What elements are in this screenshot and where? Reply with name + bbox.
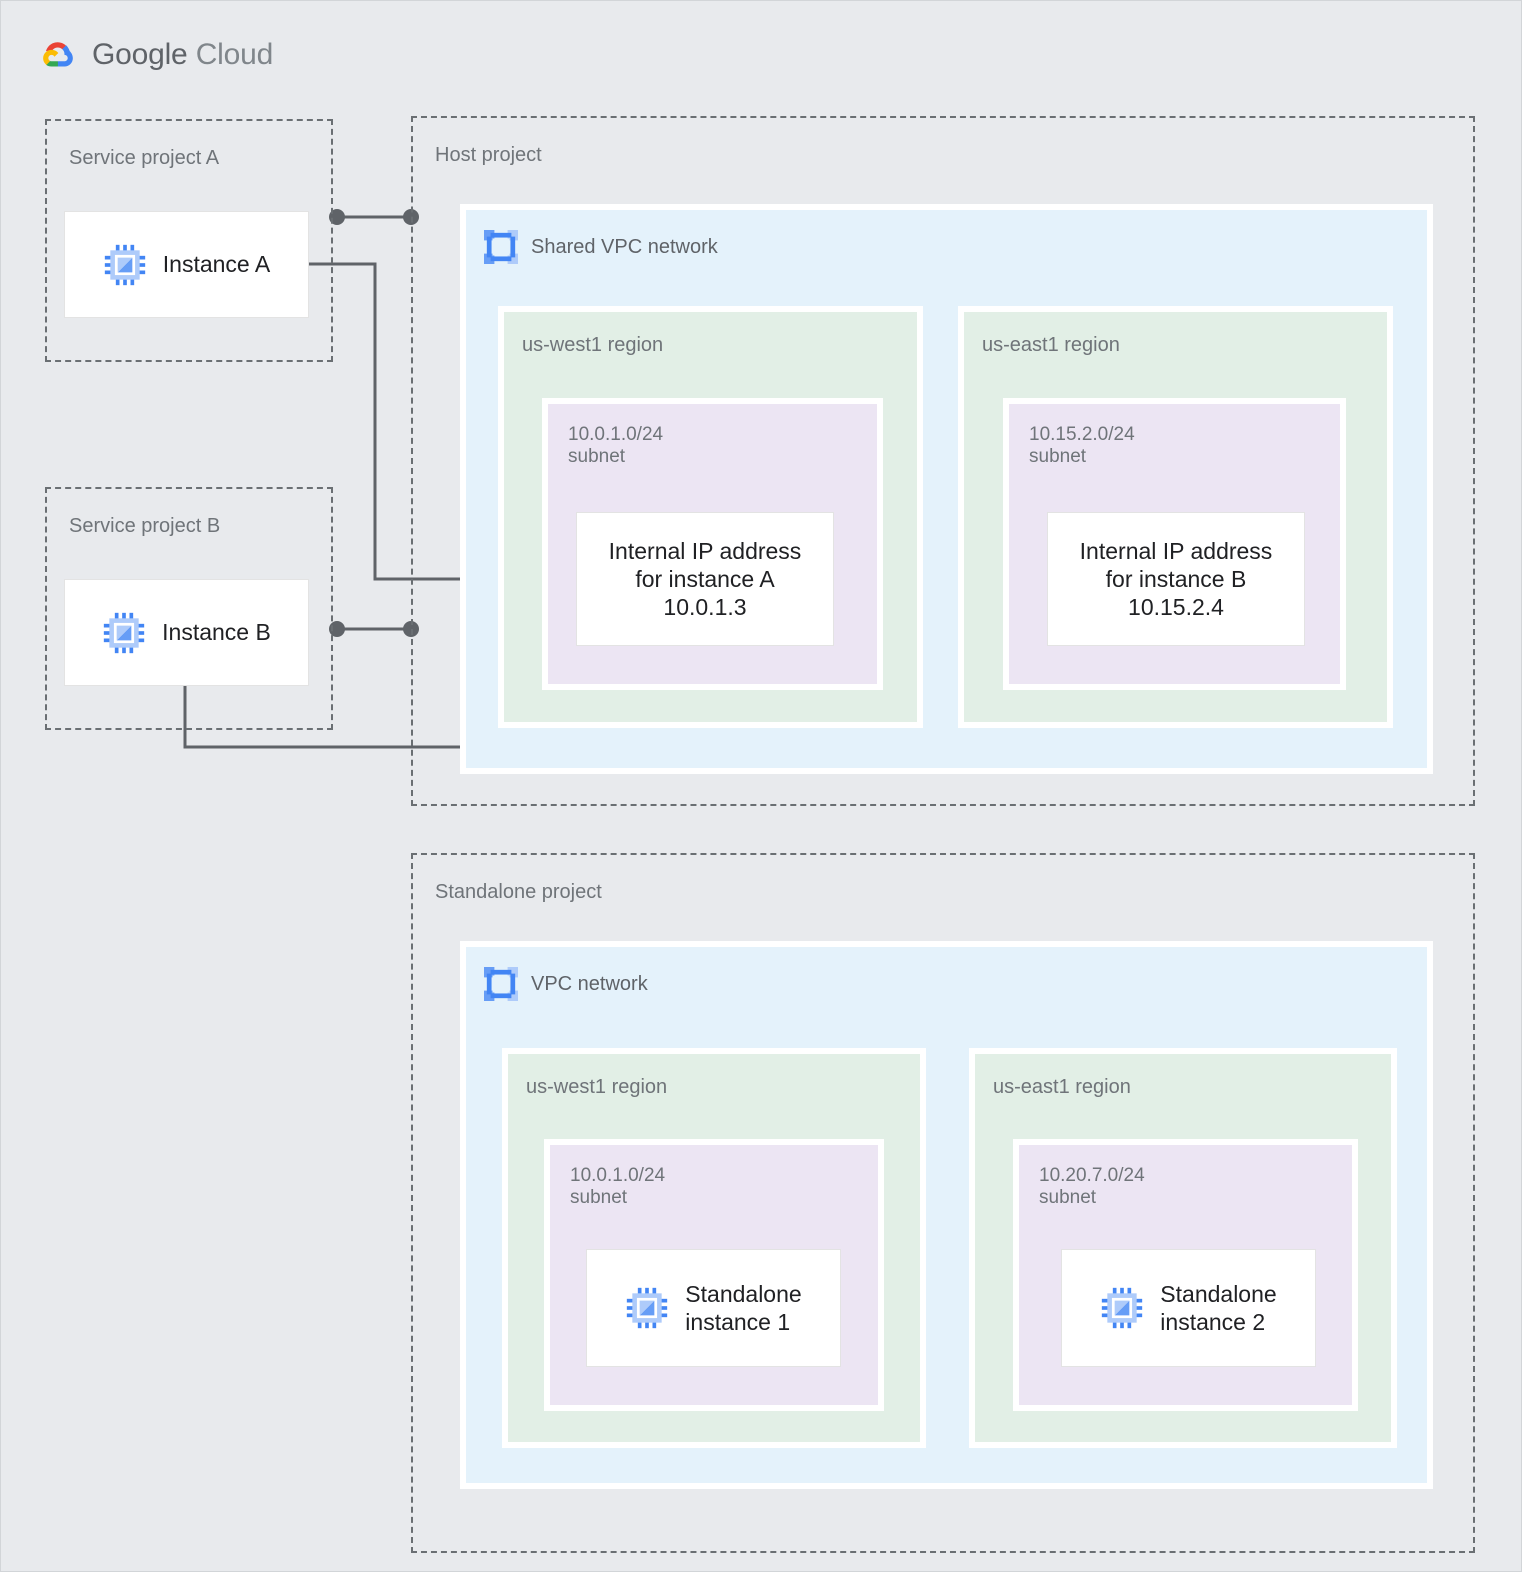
instance-a-card[interactable]: Instance A — [64, 211, 309, 318]
service-project-a-box[interactable]: Service project A — [45, 119, 333, 362]
service-project-a-label: Service project A — [69, 147, 220, 169]
vpc-network-icon — [484, 230, 518, 264]
shared-vpc-network-header: Shared VPC network — [484, 230, 718, 264]
service-project-b-box[interactable]: Service project B — [45, 487, 333, 730]
wordmark-cloud: Cloud — [195, 38, 274, 71]
standalone-region-us-east1-label: us-east1 region — [993, 1076, 1131, 1098]
internal-ip-instance-a-label: Internal IP address for instance A 10.0.… — [608, 537, 802, 621]
service-project-b-label: Service project B — [69, 515, 221, 537]
internal-ip-instance-b-card[interactable]: Internal IP address for instance B 10.15… — [1047, 512, 1305, 646]
compute-instance-icon — [627, 1287, 668, 1329]
host-project-box[interactable]: Host project — [411, 116, 1475, 806]
standalone-project-box[interactable]: Standalone project — [411, 853, 1475, 1553]
instance-b-card[interactable]: Instance B — [64, 579, 309, 686]
conn-dot-b-left — [329, 621, 345, 637]
wordmark-google: Google — [92, 38, 188, 71]
standalone-instance-2-label: Standalone instance 2 — [1160, 1280, 1277, 1335]
host-region-us-east1-label: us-east1 region — [982, 334, 1120, 356]
standalone-subnet-west-label: 10.0.1.0/24 subnet — [570, 1165, 666, 1209]
compute-instance-icon — [1102, 1287, 1143, 1329]
instance-b-label: Instance B — [162, 619, 271, 646]
shared-vpc-network-label: Shared VPC network — [531, 235, 718, 258]
standalone-region-us-west1-label: us-west1 region — [526, 1076, 668, 1098]
standalone-instance-1-card[interactable]: Standalone instance 1 — [586, 1249, 841, 1367]
google-cloud-logo-icon — [43, 42, 73, 67]
vpc-network-icon — [484, 967, 518, 1001]
standalone-instance-1-label: Standalone instance 1 — [685, 1280, 802, 1335]
internal-ip-instance-b-label: Internal IP address for instance B 10.15… — [1079, 537, 1273, 621]
standalone-subnet-east-label: 10.20.7.0/24 subnet — [1039, 1165, 1145, 1209]
compute-instance-icon — [103, 612, 145, 653]
compute-instance-icon — [104, 244, 145, 285]
internal-ip-instance-a-card[interactable]: Internal IP address for instance A 10.0.… — [576, 512, 834, 646]
google-cloud-logo: Google Cloud — [35, 37, 273, 73]
instance-a-label: Instance A — [162, 251, 271, 278]
conn-dot-a-left — [329, 209, 345, 225]
vpc-network-label: VPC network — [531, 972, 648, 995]
standalone-project-label: Standalone project — [435, 881, 602, 903]
host-region-us-west1-label: us-west1 region — [522, 334, 664, 356]
google-cloud-wordmark: Google Cloud — [92, 38, 273, 72]
host-subnet-east-label: 10.15.2.0/24 subnet — [1029, 424, 1135, 468]
host-subnet-west-label: 10.0.1.0/24 subnet — [568, 424, 664, 468]
standalone-instance-2-card[interactable]: Standalone instance 2 — [1061, 1249, 1316, 1367]
vpc-network-header: VPC network — [484, 967, 648, 1001]
host-project-label: Host project — [435, 144, 542, 166]
